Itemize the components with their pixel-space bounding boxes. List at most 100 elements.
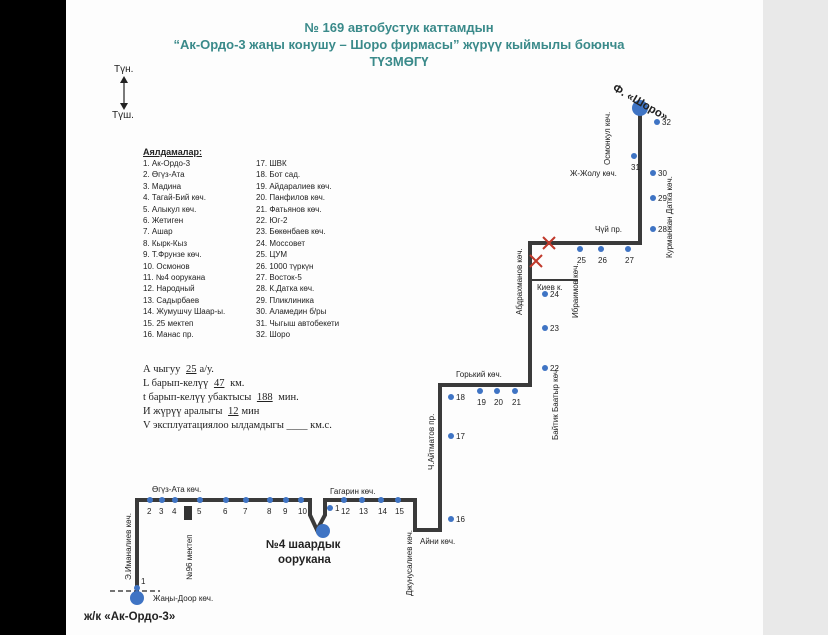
legend-stop-item: 13. Садырбаев bbox=[143, 295, 200, 305]
stop-number: 24 bbox=[550, 290, 559, 299]
stop-number: 12 bbox=[341, 507, 350, 516]
stop-number: 26 bbox=[598, 256, 607, 265]
legend-stop-item: 9. Т.Фрунзе көч. bbox=[143, 250, 202, 260]
legend-stop-item: 6. Жетиген bbox=[143, 216, 184, 226]
label-kurmanjan: Курманжан Датка көч. bbox=[665, 176, 674, 258]
header-line-1: № 169 автобустук каттамдын bbox=[304, 20, 494, 35]
bus-stop-marker bbox=[147, 497, 153, 503]
legend-stop-item: 28. К.Датка көч. bbox=[256, 284, 315, 294]
bus-stop-marker bbox=[359, 497, 365, 503]
bus-stop-marker bbox=[448, 516, 454, 522]
stop-number: 13 bbox=[359, 507, 368, 516]
label-aini: Айни көч. bbox=[420, 537, 455, 546]
label-dzhunusaliev: Джунусалиев көч. bbox=[405, 530, 414, 596]
stop-number: 16 bbox=[456, 515, 465, 524]
legend-col-2: 17. ШВК 18. Бот сад.19. Айдаралиев көч. 20… bbox=[256, 158, 339, 341]
stop-number: 6 bbox=[223, 507, 228, 516]
legend-stop-item: 31. Чыгыш автобекети bbox=[256, 318, 340, 328]
bus-stop-marker bbox=[197, 497, 203, 503]
bus-stop-marker bbox=[598, 246, 604, 252]
legend-stop-item: 20. Панфилов көч. bbox=[256, 193, 326, 203]
bus-stop-marker bbox=[223, 497, 229, 503]
legend-stop-item: 17. ШВК bbox=[256, 159, 287, 168]
bus-stop-marker bbox=[159, 497, 165, 503]
stop-number: 21 bbox=[512, 398, 521, 407]
legend-stop-item: 29. Пликлиника bbox=[256, 295, 314, 305]
label-zhe-zholu: Ж-Жолу көч. bbox=[570, 169, 617, 178]
bus-stop-marker bbox=[378, 497, 384, 503]
bus-stop-marker bbox=[654, 119, 660, 125]
label-osmonkul: Осмонкул көч. bbox=[603, 112, 612, 165]
stop-number: 7 bbox=[243, 507, 248, 516]
bus-stop-marker bbox=[267, 497, 273, 503]
stat-speed: V эксплуатациялоо ылдамдыгы ____ км.с. bbox=[143, 420, 332, 431]
legend-stop-item: 21. Фатьянов көч. bbox=[256, 204, 322, 214]
label-oguz-ata: Өгүз-Ата көч. bbox=[152, 485, 201, 494]
header-line-2: “Ак-Ордо-3 жаңы конушу – Шоро фирмасы” ж… bbox=[173, 37, 625, 52]
bus-stop-marker bbox=[477, 388, 483, 394]
legend-title: Аялдамалар: bbox=[143, 147, 202, 157]
legend-stop-item: 30. Аламедин б/ры bbox=[256, 307, 327, 317]
legend-stop-item: 19. Айдаралиев көч. bbox=[256, 181, 332, 191]
bus-stop-marker bbox=[448, 433, 454, 439]
legend-stop-item: 8. Кырк-Кыз bbox=[143, 238, 187, 248]
bus-stop-marker bbox=[650, 170, 656, 176]
legend-stop-item: 2. Өгүз-Ата bbox=[143, 170, 185, 180]
stop-number: 32 bbox=[662, 118, 671, 127]
stop-number: 23 bbox=[550, 324, 559, 333]
label-abdrakhmanov: Абдрахманов көч. bbox=[515, 248, 524, 315]
legend-stop-item: 7. Ашар bbox=[143, 227, 173, 237]
bus-stop-marker bbox=[650, 226, 656, 232]
stop-number: 25 bbox=[577, 256, 586, 265]
label-chui: Чүй пр. bbox=[595, 225, 622, 234]
bus-stop-marker bbox=[542, 291, 548, 297]
legend-stop-item: 4. Тагай-Бий көч. bbox=[143, 193, 206, 203]
label-zhany-door: Жаңы-Доор көч. bbox=[153, 594, 213, 603]
route-line bbox=[135, 108, 642, 590]
bus-stop-marker bbox=[243, 497, 249, 503]
bus-stop-marker bbox=[298, 497, 304, 503]
legend-stop-item: 24. Моссовет bbox=[256, 238, 306, 248]
bus-stop-marker bbox=[631, 153, 637, 159]
stat-distance: L барып-келүү 47 км. bbox=[143, 378, 245, 389]
label-kiev: Киев к. bbox=[537, 283, 563, 292]
stop-number: 29 bbox=[658, 194, 667, 203]
stop-number: 30 bbox=[658, 169, 667, 178]
stop-number: 9 bbox=[283, 507, 288, 516]
stop-number: 28 bbox=[658, 225, 667, 234]
bus-stop-marker bbox=[172, 497, 178, 503]
legend-stop-item: 12. Народный bbox=[143, 284, 195, 294]
bus-stop-marker bbox=[327, 505, 333, 511]
stop-number: 22 bbox=[550, 364, 559, 373]
label-ibraimov: Ибраимов көч. bbox=[571, 264, 580, 318]
bus-stop-marker bbox=[494, 388, 500, 394]
bus-stop-marker bbox=[650, 195, 656, 201]
hospital-label-2: оорукана bbox=[278, 554, 331, 566]
stop-number: 1 bbox=[141, 577, 146, 586]
hospital-marker bbox=[316, 524, 330, 538]
bus-stop-marker bbox=[542, 365, 548, 371]
legend-stop-item: 16. Манас пр. bbox=[143, 330, 194, 340]
stop-number: 3 bbox=[159, 507, 164, 516]
closed-cross-icon bbox=[529, 236, 556, 268]
legend-stop-item: 32. Шоро bbox=[256, 330, 291, 340]
legend-stop-item: 5. Алыкул көч. bbox=[143, 204, 197, 214]
legend-stop-item: 3. Мадина bbox=[143, 181, 182, 191]
legend-stop-item: 1. Ак-Ордо-3 bbox=[143, 159, 191, 168]
stop-number: 4 bbox=[172, 507, 177, 516]
header-line-3: ТҮЗМӨГҮ bbox=[369, 54, 429, 69]
legend-stop-item: 14. Жумушчу Шаар-ы. bbox=[143, 307, 226, 317]
label-gagarin: Гагарин көч. bbox=[330, 487, 375, 496]
terminal-start-label: ж/к «Ак-Ордо-3» bbox=[83, 611, 175, 623]
stop-number: 31 bbox=[631, 163, 640, 172]
legend-stop-item: 18. Бот сад. bbox=[256, 170, 301, 180]
legend-stop-item: 10. Осмонов bbox=[143, 261, 190, 271]
legend-stop-item: 25. ЦУМ bbox=[256, 250, 288, 260]
terminal-start-marker bbox=[130, 591, 144, 605]
stop-number: 20 bbox=[494, 398, 503, 407]
stop-number: 19 bbox=[477, 398, 486, 407]
